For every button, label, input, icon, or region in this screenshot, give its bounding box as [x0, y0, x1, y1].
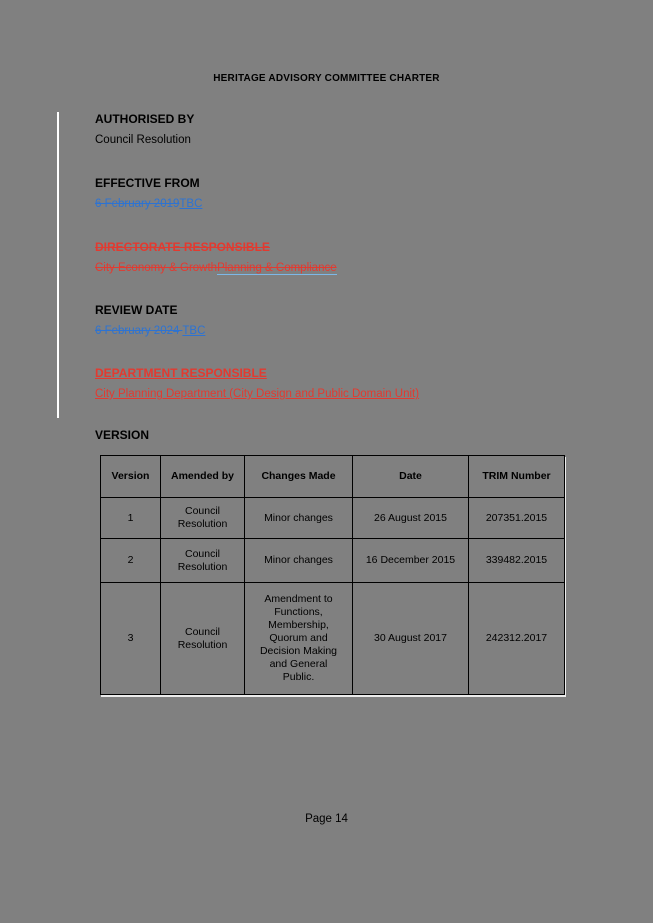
cell-trim-number: 339482.2015 — [468, 538, 565, 583]
inserted-text: City Planning Department (City Design an… — [95, 388, 420, 400]
section-heading: REVIEW DATE — [95, 303, 178, 317]
section-directorate-responsible: DIRECTORATE RESPONSIBLE City Economy & G… — [95, 240, 575, 275]
cell-date: 30 August 2017 — [352, 582, 469, 695]
version-heading: VERSION — [95, 428, 150, 442]
column-header-amended-by: Amended by — [160, 455, 245, 498]
section-heading: AUTHORISED BY — [95, 112, 195, 126]
section-body: City Planning Department (City Design an… — [95, 387, 575, 401]
inserted-text: TBC — [179, 198, 203, 210]
section-authorised-by: AUTHORISED BY Council Resolution — [95, 112, 575, 147]
cell-changes-made: Minor changes — [244, 538, 353, 583]
column-header-version: Version — [100, 455, 161, 498]
section-effective-from: EFFECTIVE FROM 6 February 2019TBC — [95, 176, 575, 211]
deleted-text: City Economy & Growth — [95, 262, 218, 274]
table-header-row: Version Amended by Changes Made Date TRI… — [100, 455, 565, 498]
table-row: 2 Council Resolution Minor changes 16 De… — [100, 538, 565, 583]
table-row: 3 Council Resolution Amendment to Functi… — [100, 582, 565, 695]
cell-date: 16 December 2015 — [352, 538, 469, 583]
cell-changes-made: Minor changes — [244, 497, 353, 539]
tracked-changes-bar — [57, 112, 59, 418]
section-department-responsible: DEPARTMENT RESPONSIBLE City Planning Dep… — [95, 366, 575, 401]
section-body: Council Resolution — [95, 133, 575, 147]
cell-trim-number: 242312.2017 — [468, 582, 565, 695]
cell-version: 3 — [100, 582, 161, 695]
cell-amended-by: Council Resolution — [160, 497, 245, 539]
column-header-date: Date — [352, 455, 469, 498]
cell-amended-by: Council Resolution — [160, 582, 245, 695]
section-review-date: REVIEW DATE 6 February 2024 TBC — [95, 303, 575, 338]
section-heading: EFFECTIVE FROM — [95, 176, 200, 190]
page-footer: Page 14 — [305, 813, 348, 825]
version-table: Version Amended by Changes Made Date TRI… — [100, 455, 565, 695]
section-heading: DEPARTMENT RESPONSIBLE — [95, 366, 267, 380]
table-row: 1 Council Resolution Minor changes 26 Au… — [100, 497, 565, 539]
cell-trim-number: 207351.2015 — [468, 497, 565, 539]
section-body: 6 February 2024 TBC — [95, 324, 575, 338]
body-text: Council Resolution — [95, 134, 191, 146]
cell-changes-made: Amendment to Functions, Membership, Quor… — [244, 582, 353, 695]
cell-date: 26 August 2015 — [352, 497, 469, 539]
inserted-text: TBC — [182, 325, 206, 337]
column-header-changes-made: Changes Made — [244, 455, 353, 498]
column-header-trim-number: TRIM Number — [468, 455, 565, 498]
section-body: City Economy & GrowthPlanning & Complian… — [95, 261, 575, 275]
page-title: HERITAGE ADVISORY COMMITTEE CHARTER — [213, 73, 440, 84]
deleted-insertion-text: Planning & Compliance — [217, 262, 337, 275]
section-heading: DIRECTORATE RESPONSIBLE — [95, 240, 270, 254]
section-body: 6 February 2019TBC — [95, 197, 575, 211]
cell-amended-by: Council Resolution — [160, 538, 245, 583]
deleted-text: 6 February 2024 — [95, 325, 183, 337]
deleted-text: 6 February 2019 — [95, 198, 180, 210]
cell-version: 1 — [100, 497, 161, 539]
cell-version: 2 — [100, 538, 161, 583]
